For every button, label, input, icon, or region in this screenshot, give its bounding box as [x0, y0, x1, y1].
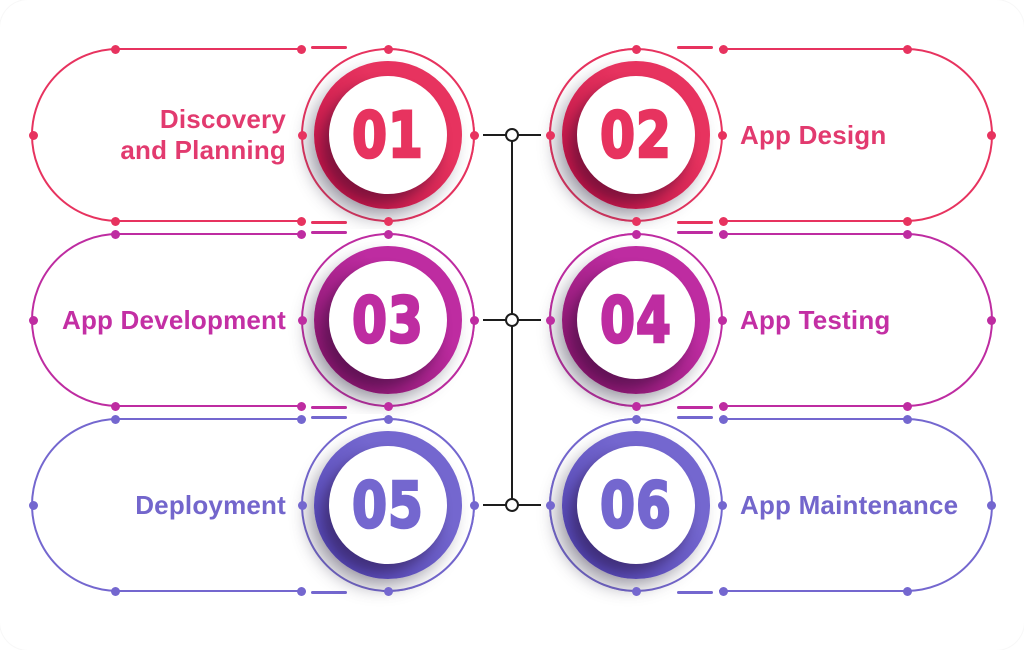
outline-dash — [311, 590, 347, 594]
outline-dot-icon — [631, 44, 641, 54]
outline-dot-icon — [718, 586, 728, 596]
timeline-node-icon — [505, 128, 519, 142]
outline-dash — [677, 415, 713, 419]
outline-dot-icon — [383, 586, 393, 596]
step-label-line: App Testing — [740, 304, 891, 335]
outline-dot-icon — [110, 401, 120, 411]
outline-dash — [677, 405, 713, 409]
outline-dot-icon — [296, 44, 306, 54]
outline-dot-icon — [296, 216, 306, 226]
outline-dot-icon — [28, 315, 38, 325]
step-label: App Design — [740, 93, 990, 177]
outline-dot-icon — [545, 500, 555, 510]
outline-dot-icon — [717, 500, 727, 510]
outline-dot-icon — [383, 229, 393, 239]
outline-dot-icon — [110, 586, 120, 596]
outline-dot-icon — [717, 315, 727, 325]
step-label-line: App Development — [61, 304, 286, 335]
timeline-node-icon — [505, 313, 519, 327]
step-number: 03 — [351, 283, 424, 357]
step-number: 05 — [351, 468, 424, 542]
step-label: App Testing — [740, 278, 990, 362]
outline-dash — [311, 220, 347, 224]
outline-dot-icon — [631, 216, 641, 226]
outline-dot-icon — [718, 216, 728, 226]
outline-dot-icon — [296, 401, 306, 411]
outline-dot-icon — [297, 500, 307, 510]
timeline-node-icon — [505, 498, 519, 512]
step-number: 01 — [351, 98, 424, 172]
outline-dot-icon — [545, 315, 555, 325]
step-label: App Development — [38, 278, 286, 362]
outline-dot-icon — [718, 414, 728, 424]
outline-dot-icon — [631, 586, 641, 596]
outline-dash — [311, 415, 347, 419]
badge-inner-circle: 01 — [329, 76, 447, 194]
badge-inner-circle: 03 — [329, 261, 447, 379]
outline-dot-icon — [902, 401, 912, 411]
badge-inner-circle: 04 — [577, 261, 695, 379]
outline-dot-icon — [28, 500, 38, 510]
badge-inner-circle: 02 — [577, 76, 695, 194]
outline-dot-icon — [902, 216, 912, 226]
outline-dot-icon — [296, 229, 306, 239]
outline-dot-icon — [110, 229, 120, 239]
outline-dot-icon — [296, 586, 306, 596]
outline-dash — [311, 45, 347, 49]
outline-dot-icon — [718, 44, 728, 54]
outline-dash — [311, 405, 347, 409]
outline-dot-icon — [717, 130, 727, 140]
outline-dot-icon — [902, 229, 912, 239]
step-label-line: Discovery — [159, 104, 286, 134]
outline-dot-icon — [297, 130, 307, 140]
step-label-line: and Planning — [120, 135, 286, 165]
outline-dot-icon — [631, 229, 641, 239]
outline-dot-icon — [902, 44, 912, 54]
outline-dot-icon — [986, 315, 996, 325]
outline-dot-icon — [718, 229, 728, 239]
badge-inner-circle: 05 — [329, 446, 447, 564]
outline-dash — [677, 590, 713, 594]
outline-dash — [677, 45, 713, 49]
outline-dash — [677, 220, 713, 224]
outline-dot-icon — [986, 130, 996, 140]
outline-dot-icon — [383, 414, 393, 424]
outline-dot-icon — [110, 44, 120, 54]
outline-dot-icon — [469, 500, 479, 510]
outline-dash — [311, 230, 347, 234]
outline-dot-icon — [28, 130, 38, 140]
step-label: Deployment — [38, 463, 286, 547]
outline-dot-icon — [383, 216, 393, 226]
outline-dot-icon — [469, 130, 479, 140]
outline-dash — [677, 230, 713, 234]
step-label-line: Deployment — [135, 489, 286, 520]
step-label-line: App Maintenance — [740, 489, 959, 520]
outline-dot-icon — [986, 500, 996, 510]
outline-dot-icon — [718, 401, 728, 411]
outline-dot-icon — [469, 315, 479, 325]
outline-dot-icon — [297, 315, 307, 325]
step-label-line: App Design — [740, 119, 887, 150]
outline-dot-icon — [631, 401, 641, 411]
step-number: 02 — [599, 98, 672, 172]
outline-dot-icon — [631, 414, 641, 424]
outline-dot-icon — [110, 216, 120, 226]
outline-dot-icon — [296, 414, 306, 424]
outline-dot-icon — [902, 414, 912, 424]
outline-dot-icon — [902, 586, 912, 596]
step-label: App Maintenance — [740, 463, 990, 547]
outline-dot-icon — [545, 130, 555, 140]
step-number: 06 — [599, 468, 672, 542]
step-number: 04 — [599, 283, 672, 357]
outline-dot-icon — [383, 401, 393, 411]
outline-dot-icon — [383, 44, 393, 54]
outline-dot-icon — [110, 414, 120, 424]
badge-inner-circle: 06 — [577, 446, 695, 564]
